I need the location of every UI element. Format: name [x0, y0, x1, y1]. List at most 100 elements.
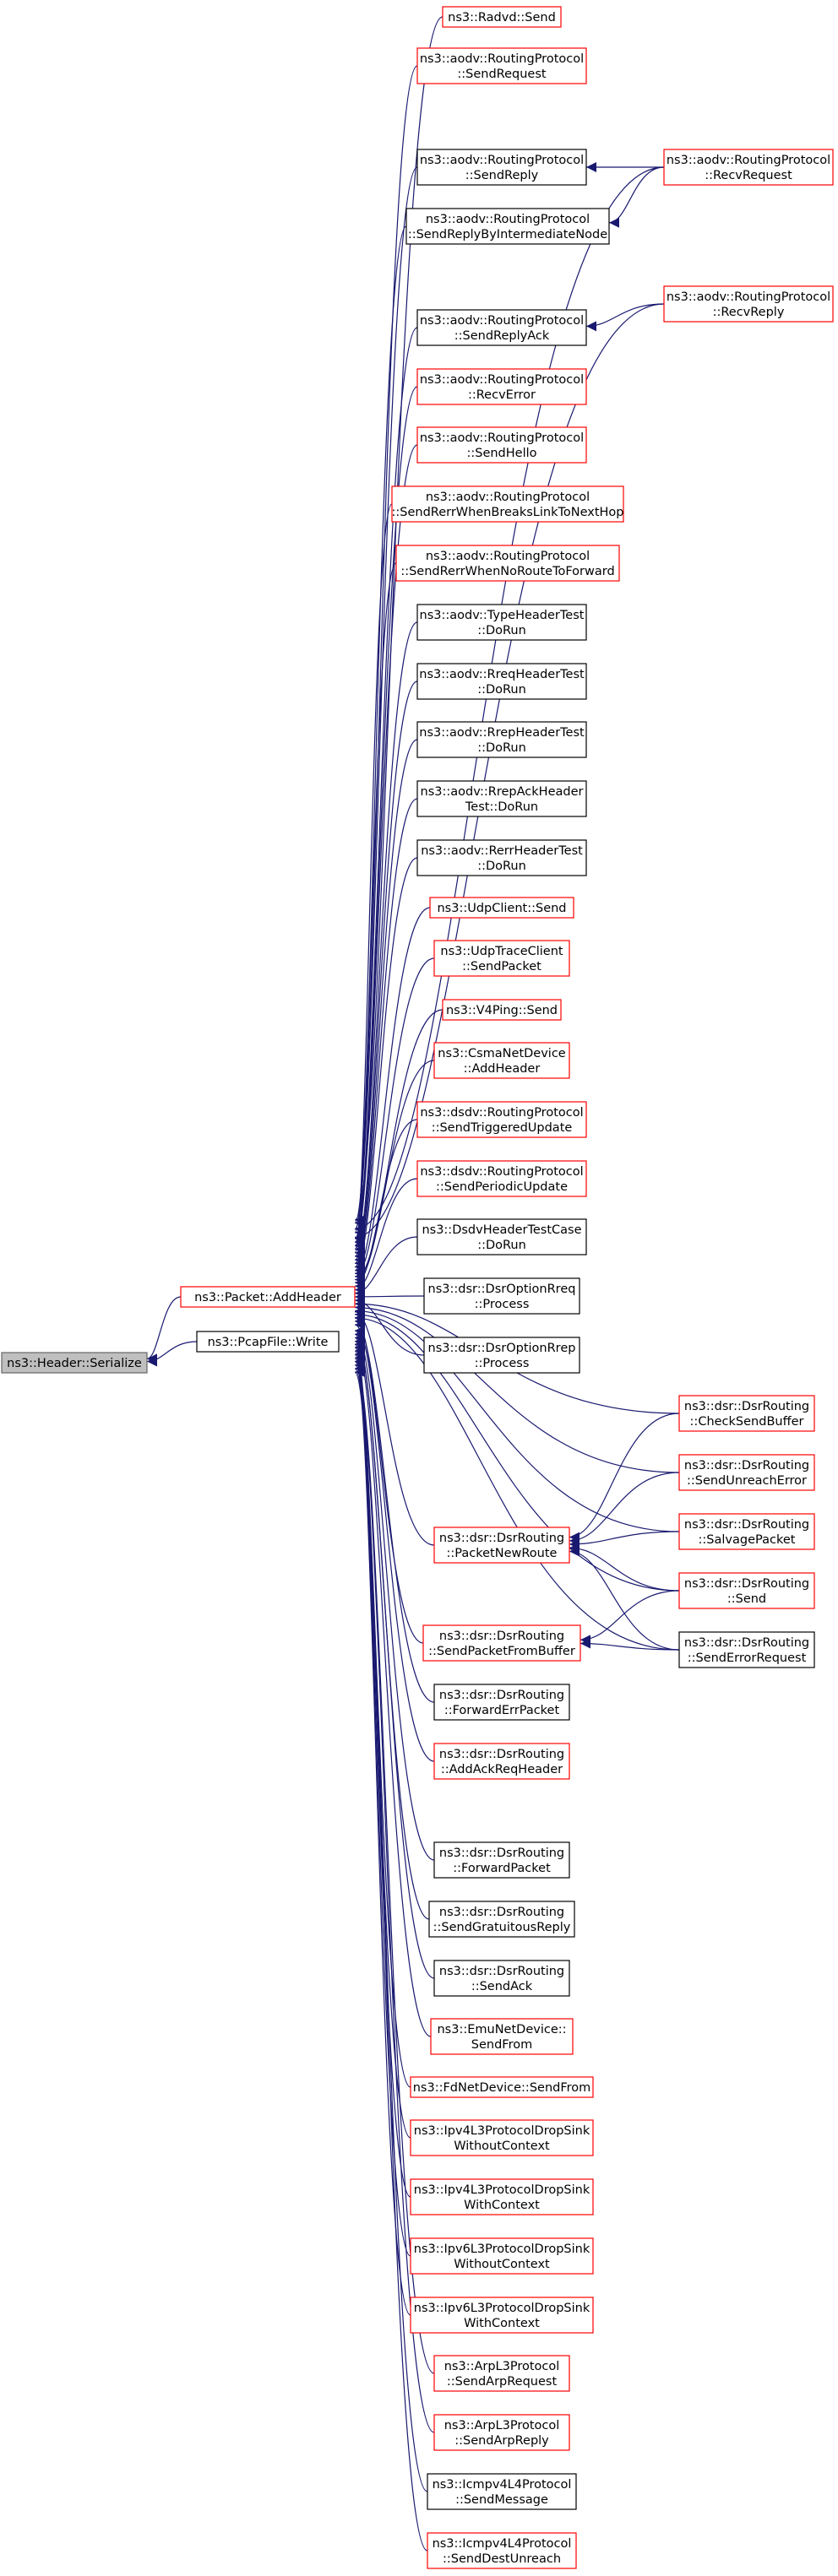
node-dsr_salvagepacket[interactable]: ns3::dsr::DsrRouting::SalvagePacket	[678, 1513, 815, 1550]
node-label-line: ::ForwardErrPacket	[444, 1704, 560, 1717]
edge-dsroptionrreq_process-to-packet_addheader	[354, 1291, 425, 1302]
edge-dsr_forwardpacket-to-packet_addheader	[354, 1326, 435, 1861]
node-label-line: ::SendMessage	[455, 2493, 548, 2507]
node-label-line: WithoutContext	[454, 2139, 550, 2153]
node-label-line: ns3::ArpL3Protocol	[444, 2419, 560, 2432]
node-header_serialize[interactable]: ns3::Header::Serialize	[1, 1352, 148, 1374]
node-emunetdevice_sendfrom[interactable]: ns3::EmuNetDevice::SendFrom	[430, 2018, 574, 2055]
node-box	[442, 999, 562, 1021]
node-aodv_sendrerrnoroute[interactable]: ns3::aodv::RoutingProtocol::SendRerrWhen…	[395, 545, 620, 582]
node-label-line: ns3::Ipv4L3ProtocolDropSink	[414, 2124, 590, 2138]
node-label-line: ::SendArpRequest	[447, 2375, 558, 2389]
node-label-line: ns3::UdpTraceClient	[440, 945, 563, 958]
node-icmpv4l4_senddestunreach[interactable]: ns3::Icmpv4L4Protocol::SendDestUnreach	[427, 2532, 577, 2569]
node-aodv_rreqheadertest[interactable]: ns3::aodv::RreqHeaderTest::DoRun	[416, 663, 587, 700]
node-aodv_sendrerrbreaks[interactable]: ns3::aodv::RoutingProtocol::SendRerrWhen…	[391, 485, 624, 523]
node-box	[433, 940, 570, 977]
node-dsroptionrrep_process[interactable]: ns3::dsr::DsrOptionRrep::Process	[423, 1337, 580, 1374]
node-label-line: ns3::aodv::RoutingProtocol	[420, 373, 584, 387]
node-label-line: ::DoRun	[477, 624, 526, 637]
edge-icmpv4l4_sendmessage-to-packet_addheader	[354, 1364, 428, 2492]
edge-emunetdevice_sendfrom-to-packet_addheader	[354, 1336, 432, 2037]
node-dsdv_sendtriggered[interactable]: ns3::dsdv::RoutingProtocol::SendTriggere…	[416, 1101, 587, 1138]
edge-aodv_rrepackheadertest-to-packet_addheader	[354, 798, 418, 1272]
node-dsr_sendgratuitousreply[interactable]: ns3::dsr::DsrRouting::SendGratuitousRepl…	[428, 1901, 575, 1938]
node-label-line: ns3::dsdv::RoutingProtocol	[420, 1106, 583, 1120]
node-label-line: ::SendReply	[465, 169, 539, 182]
node-label-line: ns3::Icmpv4L4Protocol	[433, 2537, 572, 2551]
node-aodv_sendhello[interactable]: ns3::aodv::RoutingProtocol::SendHello	[416, 426, 587, 464]
edge-aodv_recvreply-to-packet_addheader	[354, 303, 665, 1243]
edge-dsr_senderrorrequest-to-packet_addheader	[354, 1313, 680, 1651]
node-dsr_checksendbuffer[interactable]: ns3::dsr::DsrRouting::CheckSendBuffer	[678, 1395, 815, 1432]
node-dsr_forwardpacket[interactable]: ns3::dsr::DsrRouting::ForwardPacket	[433, 1841, 570, 1879]
node-arpl3_sendarpreply[interactable]: ns3::ArpL3Protocol::SendArpReply	[433, 2414, 570, 2451]
node-aodv_sendreplyack[interactable]: ns3::aodv::RoutingProtocol::SendReplyAck	[416, 309, 587, 346]
node-ipv4l3_dropsink_without[interactable]: ns3::Ipv4L3ProtocolDropSinkWithoutContex…	[410, 2119, 594, 2156]
node-icmpv4l4_sendmessage[interactable]: ns3::Icmpv4L4Protocol::SendMessage	[427, 2473, 577, 2510]
node-box	[416, 368, 587, 405]
node-aodv_rerrheadertest[interactable]: ns3::aodv::RerrHeaderTest::DoRun	[416, 839, 587, 876]
node-label-line: ::SendPacketFromBuffer	[428, 1645, 575, 1658]
edge-v4ping_send-to-packet_addheader	[354, 1009, 443, 1285]
node-dsr_addackreqheader[interactable]: ns3::dsr::DsrRouting::AddAckReqHeader	[433, 1743, 570, 1780]
node-dsroptionrreq_process[interactable]: ns3::dsr::DsrOptionRreq::Process	[423, 1277, 580, 1315]
node-aodv_rrepheadertest[interactable]: ns3::aodv::RrepHeaderTest::DoRun	[416, 721, 587, 758]
node-label-line: ::ForwardPacket	[453, 1862, 551, 1875]
node-dsr_send[interactable]: ns3::dsr::DsrRouting::Send	[678, 1572, 815, 1609]
node-label-line: ::SendRerrWhenNoRouteToForward	[400, 565, 614, 578]
node-aodv_recvreply[interactable]: ns3::aodv::RoutingProtocol::RecvReply	[663, 285, 834, 323]
node-label-line: ::RecvError	[468, 388, 536, 402]
node-label-line: ::PacketNewRoute	[447, 1547, 558, 1560]
node-label-line: ns3::Ipv4L3ProtocolDropSink	[414, 2183, 590, 2197]
node-label-line: ns3::dsr::DsrRouting	[439, 1748, 564, 1761]
node-label-line: ns3::ArpL3Protocol	[444, 2360, 560, 2373]
node-box	[678, 1454, 815, 1491]
node-aodv_typeheadertest[interactable]: ns3::aodv::TypeHeaderTest::DoRun	[416, 604, 587, 641]
node-fdnetdevice_sendfrom[interactable]: ns3::FdNetDevice::SendFrom	[410, 2076, 594, 2098]
node-dsr_sendack[interactable]: ns3::dsr::DsrRouting::SendAck	[433, 1960, 570, 1997]
node-box	[433, 1743, 570, 1780]
node-box	[416, 1101, 587, 1138]
node-box	[410, 2178, 594, 2215]
node-dsdvheadertestcase[interactable]: ns3::DsdvHeaderTestCase::DoRun	[416, 1218, 587, 1255]
node-label-line: ::SendUnreachError	[687, 1474, 807, 1488]
node-udpclient_send[interactable]: ns3::UdpClient::Send	[429, 897, 574, 919]
edge-aodv_sendreplyack-to-packet_addheader	[354, 327, 418, 1244]
node-box	[433, 1960, 570, 1997]
edge-aodv_rerrheadertest-to-packet_addheader	[354, 857, 418, 1276]
node-pcapfile_write[interactable]: ns3::PcapFile::Write	[196, 1331, 340, 1353]
node-aodv_sendrequest[interactable]: ns3::aodv::RoutingProtocol::SendRequest	[416, 47, 587, 84]
node-label-line: ::SendErrorRequest	[688, 1651, 807, 1665]
node-label-line: ns3::dsr::DsrRouting	[439, 1630, 564, 1643]
node-csmanetdevice_addheader[interactable]: ns3::CsmaNetDevice::AddHeader	[433, 1042, 570, 1079]
edge-dsr_sendunreacherror-to-dsr_packetnewroute	[569, 1472, 680, 1546]
node-radvd_send[interactable]: ns3::Radvd::Send	[442, 6, 562, 28]
node-packet_addheader[interactable]: ns3::Packet::AddHeader	[180, 1286, 356, 1308]
node-box	[416, 663, 587, 700]
node-label-line: ::RecvRequest	[705, 169, 792, 182]
node-box	[391, 485, 624, 523]
node-aodv_sendreply[interactable]: ns3::aodv::RoutingProtocol::SendReply	[416, 149, 587, 186]
node-dsr_sendpacketfrombuffer[interactable]: ns3::dsr::DsrRouting::SendPacketFromBuff…	[422, 1624, 581, 1662]
node-box	[427, 2473, 577, 2510]
node-arpl3_sendarprequest[interactable]: ns3::ArpL3Protocol::SendArpRequest	[433, 2355, 570, 2392]
node-label-line: ::SendReplyAck	[454, 329, 550, 343]
node-box	[416, 1160, 587, 1197]
node-dsr_packetnewroute[interactable]: ns3::dsr::DsrRouting::PacketNewRoute	[433, 1527, 570, 1564]
node-ipv6l3_dropsink_without[interactable]: ns3::Ipv6L3ProtocolDropSinkWithoutContex…	[410, 2237, 594, 2275]
node-aodv_recvrequest[interactable]: ns3::aodv::RoutingProtocol::RecvRequest	[663, 149, 834, 186]
node-aodv_sendreplybyintermediate[interactable]: ns3::aodv::RoutingProtocol::SendReplyByI…	[405, 208, 610, 245]
node-dsr_forwarderrpacket[interactable]: ns3::dsr::DsrRouting::ForwardErrPacket	[433, 1684, 570, 1721]
node-dsr_sendunreacherror[interactable]: ns3::dsr::DsrRouting::SendUnreachError	[678, 1454, 815, 1491]
edge-udpclient_send-to-packet_addheader	[354, 907, 431, 1279]
node-dsr_senderrorrequest[interactable]: ns3::dsr::DsrRouting::SendErrorRequest	[678, 1631, 815, 1668]
node-v4ping_send[interactable]: ns3::V4Ping::Send	[442, 999, 562, 1021]
node-dsdv_sendperiodic[interactable]: ns3::dsdv::RoutingProtocol::SendPeriodic…	[416, 1160, 587, 1197]
node-udptraceclient_sendpacket[interactable]: ns3::UdpTraceClient::SendPacket	[433, 940, 570, 977]
node-aodv_recverror[interactable]: ns3::aodv::RoutingProtocol::RecvError	[416, 368, 587, 405]
node-label-line: ns3::Packet::AddHeader	[194, 1291, 341, 1304]
